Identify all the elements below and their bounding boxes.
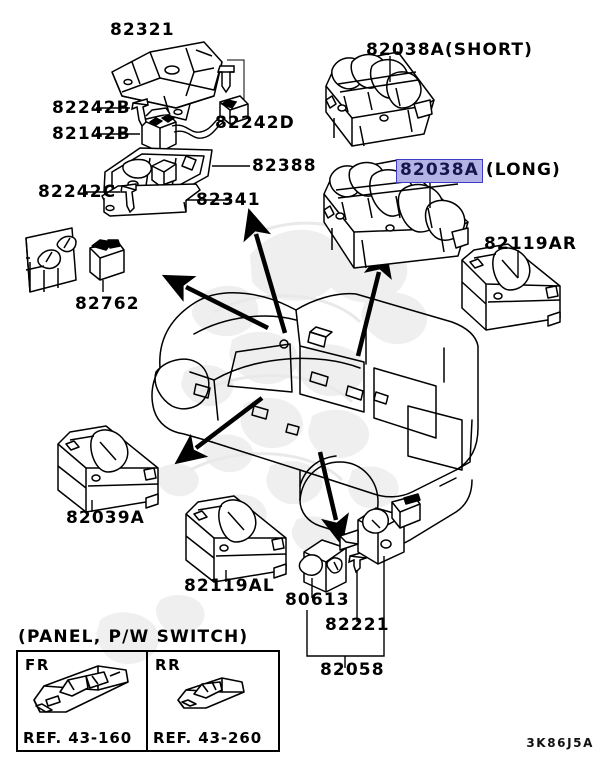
- leader-82242d: [227, 59, 245, 112]
- legend-tag-fr: FR: [25, 656, 50, 674]
- part-80613-lock-cylinder: [298, 539, 347, 593]
- legend-ref-rr[interactable]: REF. 43-260: [153, 729, 263, 747]
- part-82038a-long-switch: [323, 159, 469, 269]
- part-82242b-screw: [131, 98, 149, 128]
- part-82058-actuator: [339, 493, 421, 565]
- selected-part-suffix: (LONG): [485, 160, 561, 180]
- diagram-code: 3K86J5A: [526, 736, 594, 750]
- part-82039a-switch: [57, 425, 159, 513]
- assembly-bracket-82058: [306, 556, 385, 668]
- part-label-82242b: 82242B: [52, 98, 131, 118]
- part-label-82341: 82341: [196, 190, 261, 210]
- part-label-82039a: 82039A: [66, 508, 145, 528]
- background-watermark: [96, 221, 428, 665]
- legend-cell-fr[interactable]: FR REF. 43-160: [18, 652, 148, 750]
- arrow-to-82058: [317, 451, 349, 547]
- part-label-82119al: 82119AL: [184, 576, 275, 596]
- legend-rr-panel-art: [177, 677, 245, 709]
- part-82142b-socket: [141, 107, 177, 153]
- legend-cell-rr[interactable]: RR REF. 43-260: [148, 652, 278, 750]
- part-82341-lens: [101, 183, 201, 217]
- legend-fr-panel-art: [33, 665, 129, 713]
- part-label-82038a-short: 82038A(SHORT): [366, 40, 533, 60]
- part-label-82321: 82321: [110, 20, 175, 40]
- part-82321-bracket: [111, 41, 223, 121]
- part-label-82058: 82058: [320, 660, 385, 680]
- part-label-82762: 82762: [75, 294, 140, 314]
- part-82038a-short-switch: [325, 51, 435, 147]
- wire-harness: [171, 115, 225, 139]
- arrow-to-long-switch: [355, 245, 392, 357]
- part-label-82221: 82221: [325, 615, 390, 635]
- arrow-to-82039a: [174, 396, 264, 465]
- part-label-82242d: 82242D: [215, 113, 295, 133]
- part-label-82242c: 82242C: [38, 182, 117, 202]
- selected-part-highlight[interactable]: 82038A: [396, 159, 483, 183]
- part-82119al-switch: [185, 495, 287, 583]
- callout-arrows: [161, 208, 392, 547]
- arrow-to-dome-lamp: [161, 274, 270, 331]
- legend-tag-rr: RR: [155, 656, 182, 674]
- part-label-82119ar: 82119AR: [484, 234, 578, 254]
- body-switch-markers: [193, 326, 389, 436]
- part-82242c-screw: [120, 183, 137, 214]
- selected-part-label[interactable]: 82038A(LONG): [396, 159, 561, 183]
- part-82762-assembly: [25, 227, 125, 293]
- part-label-82388: 82388: [252, 156, 317, 176]
- part-82119ar-switch: [461, 243, 561, 331]
- part-82242d-screw: [216, 65, 235, 94]
- legend-title: (PANEL, P/W SWITCH): [18, 627, 249, 647]
- legend-ref-fr[interactable]: REF. 43-160: [23, 729, 133, 747]
- part-label-82142b: 82142B: [52, 124, 131, 144]
- legend-box: FR REF. 43-160 RR REF. 43-260: [16, 650, 280, 752]
- arrow-to-upper-left: [243, 208, 288, 334]
- part-label-80613: 80613: [285, 590, 350, 610]
- connector-82242d-plug: [219, 95, 249, 125]
